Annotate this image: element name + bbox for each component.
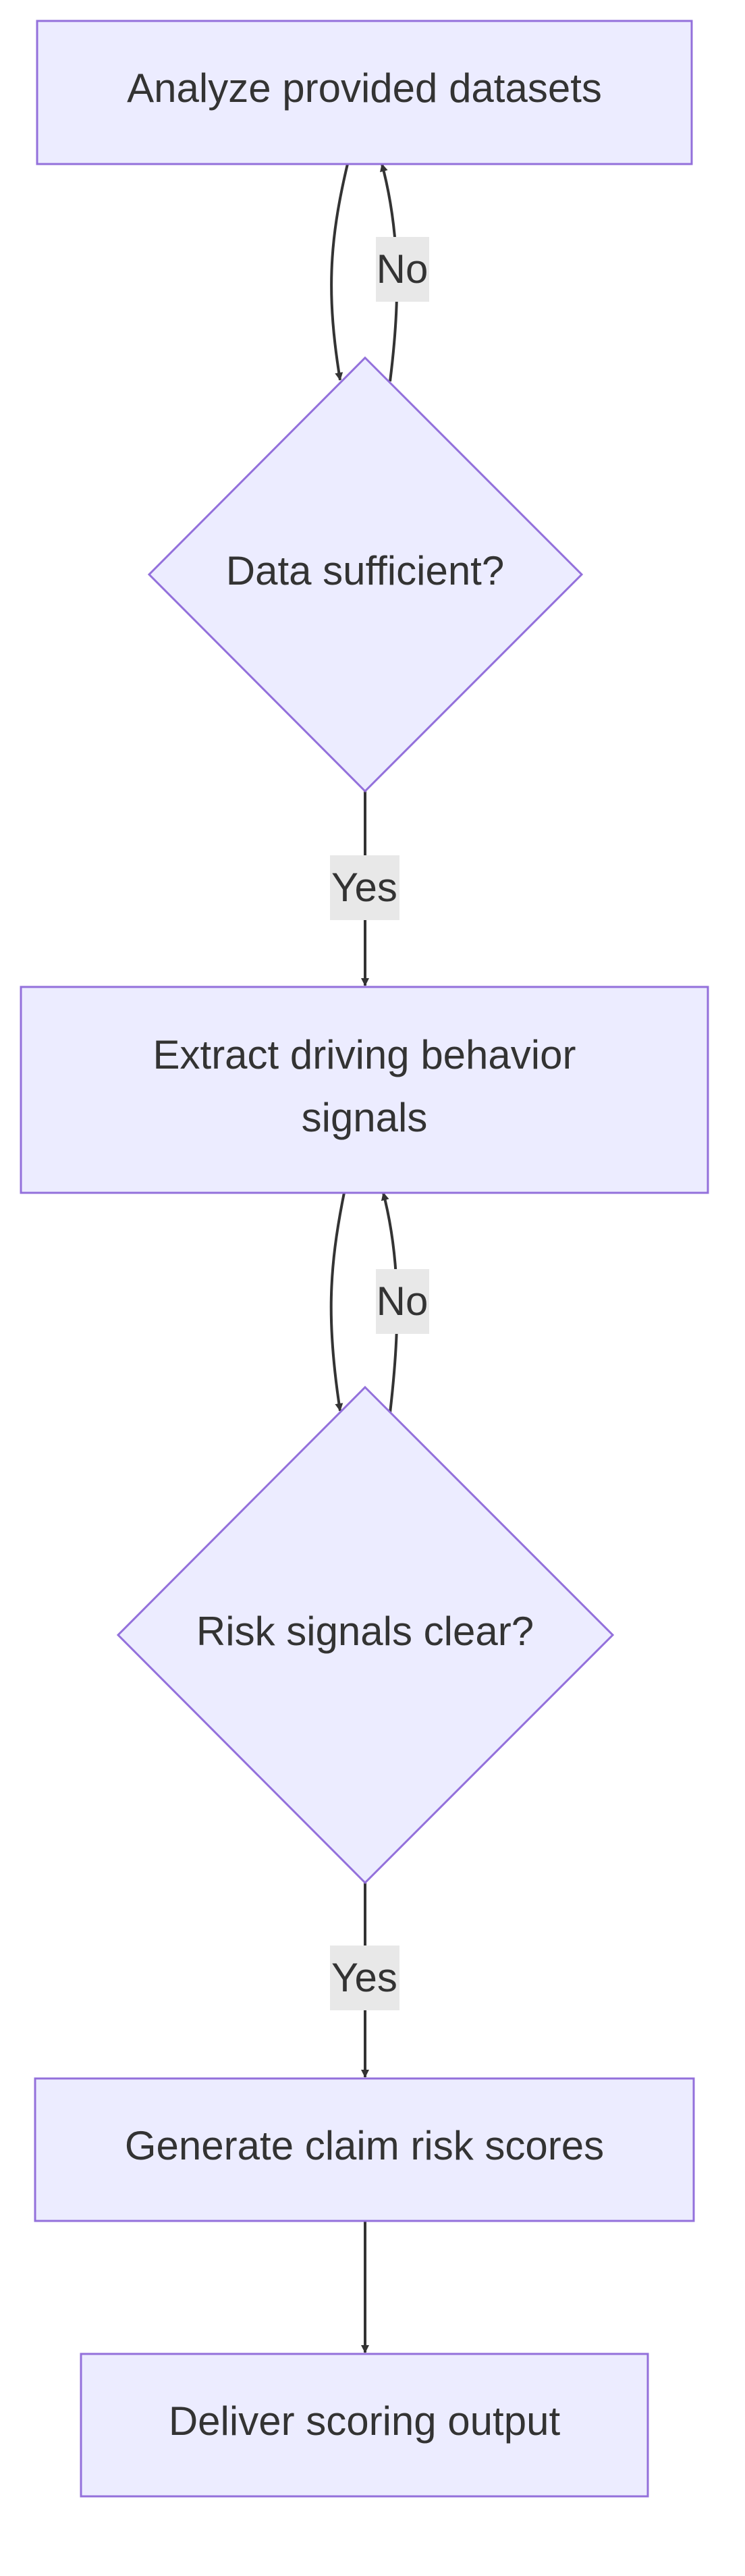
node-deliver-output-label: Deliver scoring output — [169, 2398, 561, 2444]
edge-analyze-to-data-check — [330, 163, 349, 381]
edge-extract-to-risk-check — [329, 1192, 346, 1412]
edge-label-data-no-text: No — [377, 246, 429, 292]
edge-label-risk-yes-text: Yes — [331, 1955, 397, 2000]
decision-data-sufficient-label: Data sufficient? — [226, 548, 504, 593]
decision-data-sufficient: Data sufficient? — [147, 356, 584, 793]
decision-risk-signals-clear-label: Risk signals clear? — [196, 1609, 534, 1654]
node-analyze-datasets-label: Analyze provided datasets — [127, 65, 602, 111]
decision-risk-signals-clear: Risk signals clear? — [116, 1385, 615, 1885]
node-analyze-datasets: Analyze provided datasets — [36, 20, 693, 165]
edge-label-data-no: No — [376, 237, 429, 302]
node-extract-signals: Extract driving behavior signals — [20, 986, 709, 1194]
edge-label-data-yes: Yes — [330, 855, 399, 920]
node-deliver-output: Deliver scoring output — [80, 2353, 649, 2498]
edge-label-data-yes-text: Yes — [331, 865, 397, 910]
node-extract-signals-label-line1: Extract driving behavior — [153, 1032, 576, 1077]
node-generate-risk-scores: Generate claim risk scores — [34, 2077, 695, 2222]
edge-label-risk-no-text: No — [377, 1279, 429, 1324]
edge-label-risk-no: No — [376, 1269, 429, 1334]
edge-label-risk-yes: Yes — [330, 1946, 399, 2010]
node-generate-risk-scores-label: Generate claim risk scores — [125, 2123, 604, 2168]
node-extract-signals-label-line2: signals — [302, 1095, 428, 1140]
